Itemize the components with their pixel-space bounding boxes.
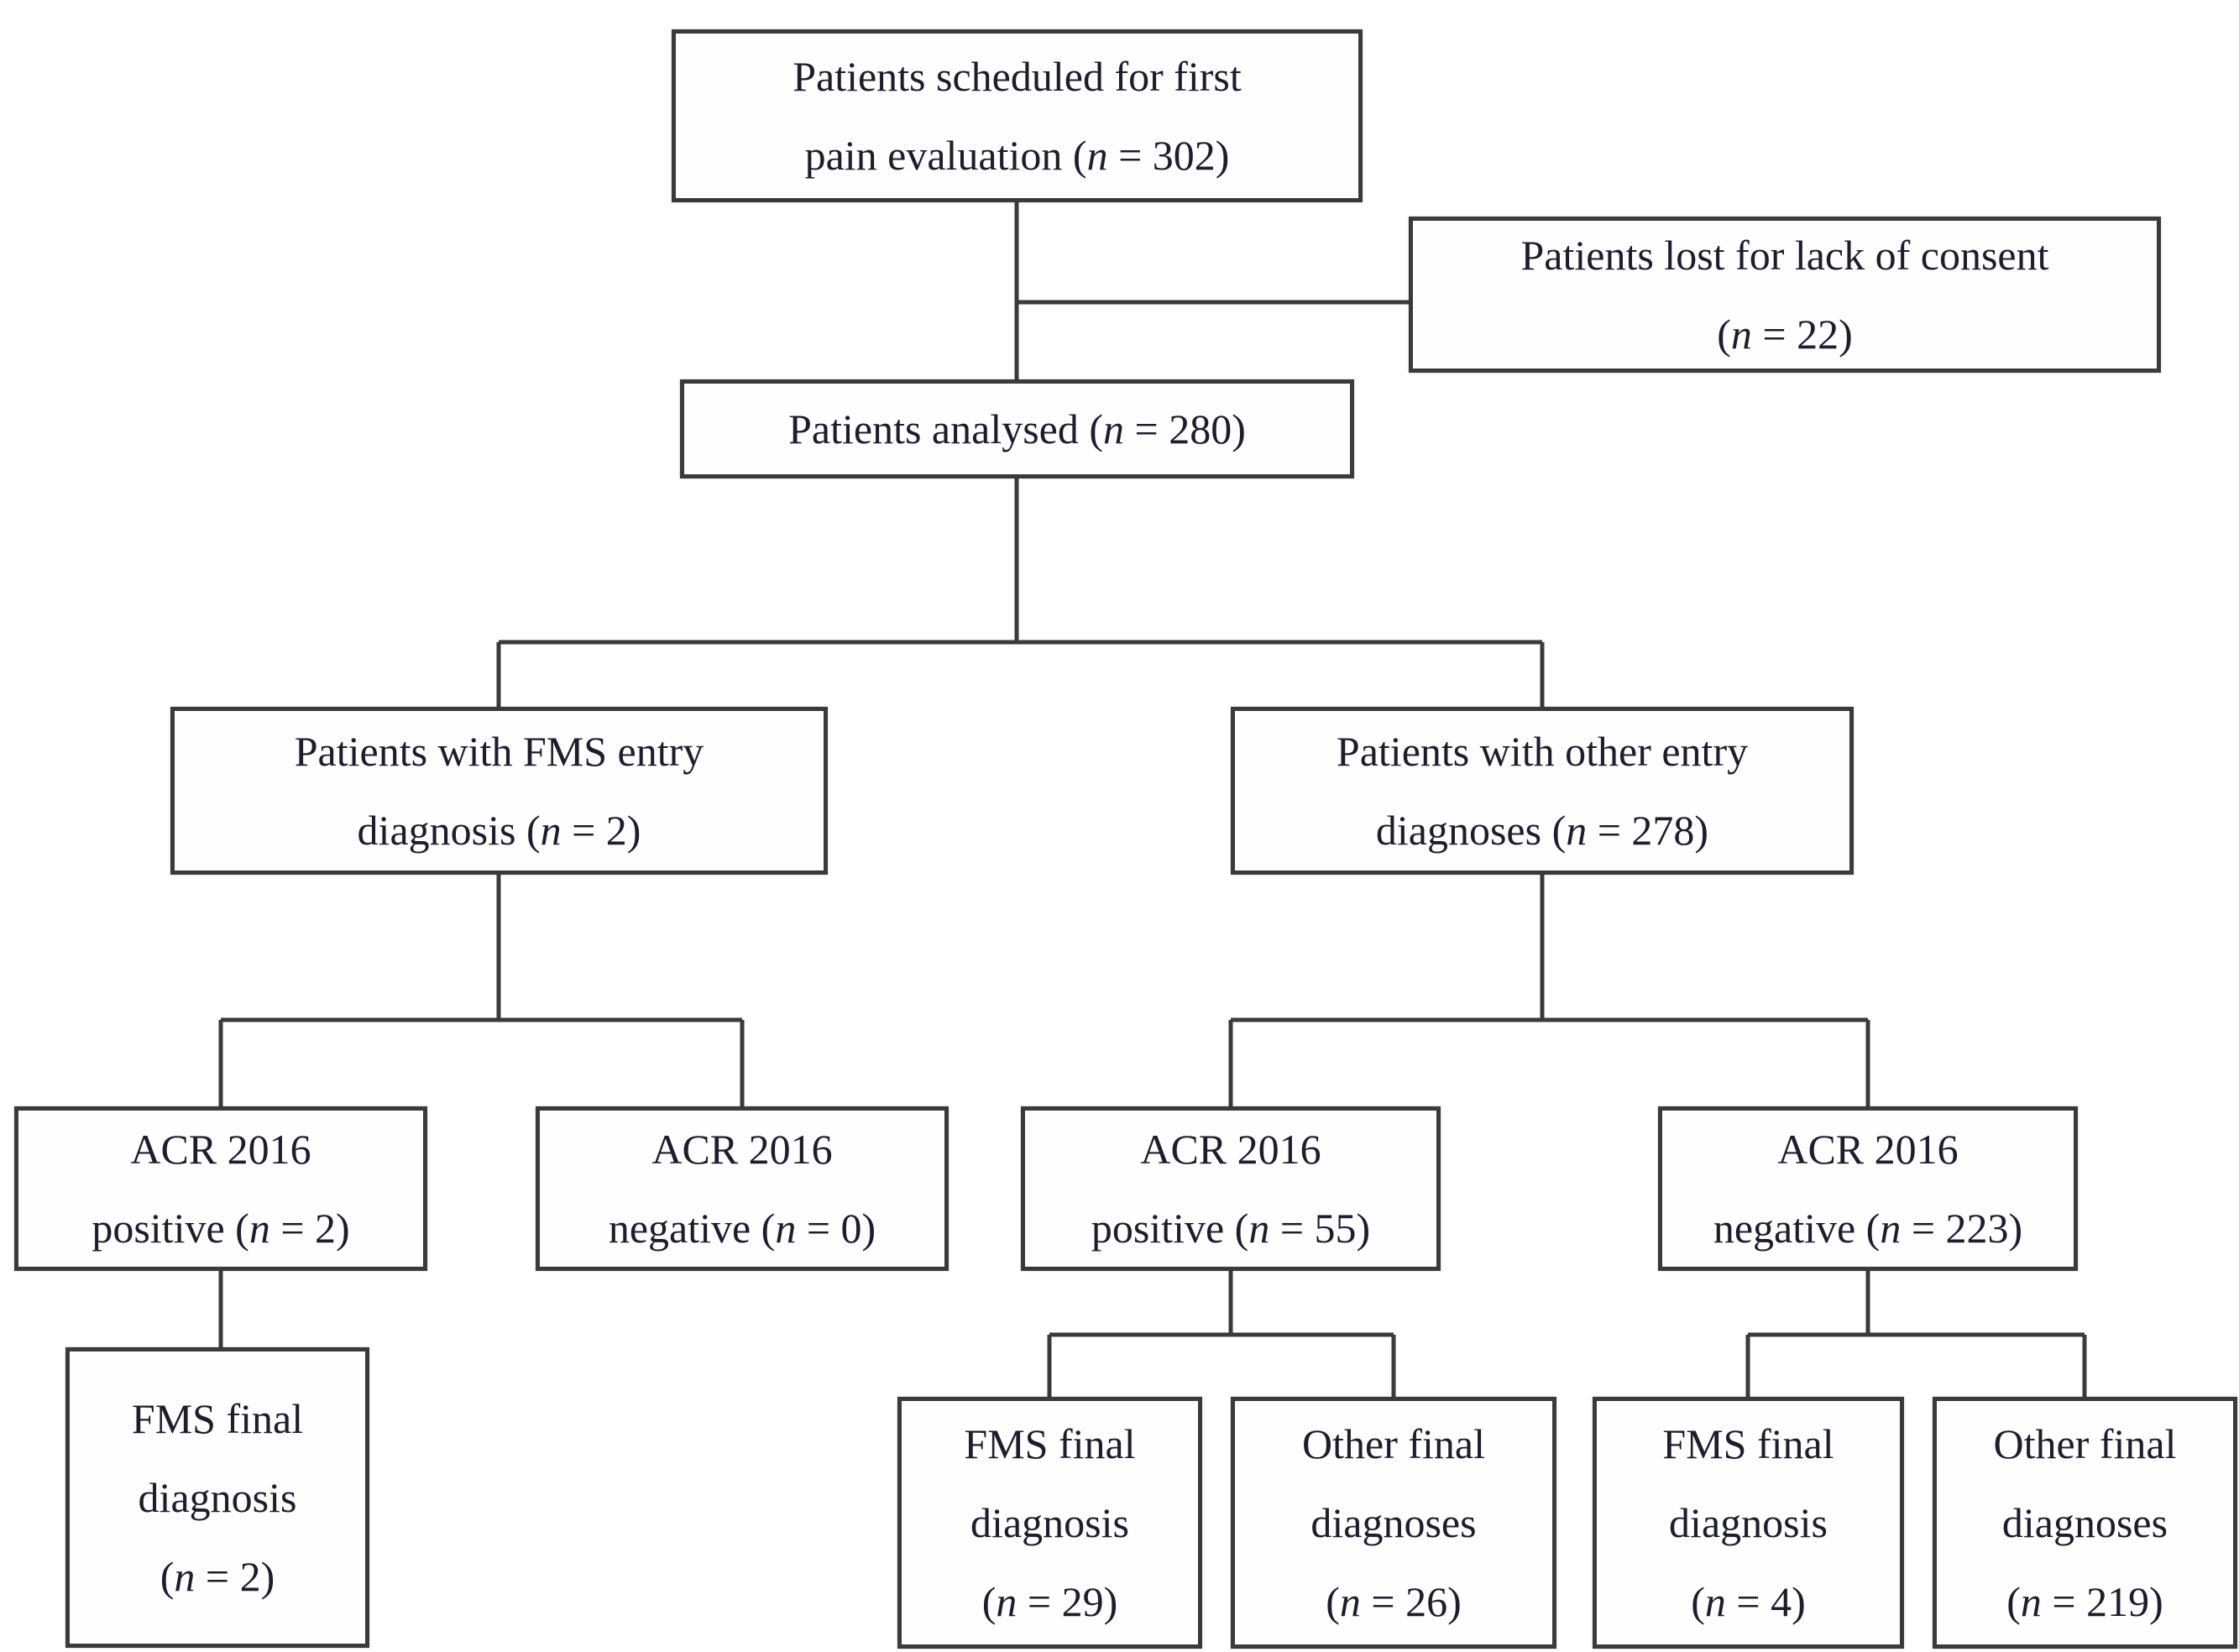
n-symbol: n: [1339, 1578, 1361, 1625]
n-symbol: n: [248, 1205, 270, 1252]
box-acr2016-negative-fms-branch: ACR 2016 negative (n = 0): [536, 1106, 949, 1271]
box-text-line: negative (n = 0): [608, 1205, 876, 1252]
n-symbol: n: [1730, 311, 1752, 358]
box-text-line: diagnosis (n = 2): [357, 807, 641, 854]
n-symbol: n: [775, 1205, 797, 1252]
n-symbol: n: [540, 807, 562, 854]
n-symbol: n: [1566, 807, 1588, 854]
n-symbol: n: [1704, 1578, 1726, 1625]
box-text-line: ACR 2016: [1777, 1126, 1959, 1173]
box-text-line: Patients analysed (n = 280): [788, 405, 1246, 452]
box-text-line: FMS final: [131, 1395, 304, 1442]
box-patients-analysed: Patients analysed (n = 280): [680, 379, 1354, 478]
box-text-line: FMS final: [964, 1420, 1136, 1467]
box-other-final-diagnoses-n26: Other final diagnoses (n = 26): [1231, 1397, 1556, 1649]
box-text-line: Patients with other entry: [1336, 728, 1749, 775]
box-text-line: diagnosis: [1669, 1499, 1828, 1546]
box-text-line: positive (n = 2): [92, 1205, 350, 1252]
box-fms-final-diagnosis-n29: FMS final diagnosis (n = 29): [897, 1397, 1202, 1649]
box-fms-final-diagnosis-n4: FMS final diagnosis (n = 4): [1593, 1397, 1904, 1649]
box-text-line: (n = 26): [1326, 1578, 1462, 1625]
box-text-line: (n = 22): [1717, 311, 1853, 358]
box-acr2016-positive-fms-branch: ACR 2016 positive (n = 2): [14, 1106, 427, 1271]
box-acr2016-positive-other-branch: ACR 2016 positive (n = 55): [1021, 1106, 1441, 1271]
box-other-final-diagnoses-n219: Other final diagnoses (n = 219): [1933, 1397, 2237, 1649]
box-text-line: (n = 29): [981, 1578, 1118, 1625]
box-text-line: Other final: [1302, 1420, 1485, 1467]
box-fms-final-diagnosis-n2: FMS final diagnosis (n = 2): [65, 1347, 369, 1648]
box-patients-lost-consent: Patients lost for lack of consent (n = 22…: [1409, 217, 2161, 373]
n-symbol: n: [1880, 1205, 1902, 1252]
n-symbol: n: [996, 1578, 1017, 1625]
n-symbol: n: [1103, 405, 1125, 452]
box-text-line: FMS final: [1662, 1420, 1834, 1467]
box-text-line: (n = 219): [2006, 1578, 2163, 1625]
box-text-line: ACR 2016: [130, 1126, 311, 1173]
box-fms-entry-diagnosis: Patients with FMS entry diagnosis (n = 2): [170, 707, 828, 875]
box-text-line: (n = 4): [1691, 1578, 1806, 1625]
box-text-line: diagnoses (n = 278): [1375, 807, 1709, 854]
box-text-line: diagnosis: [970, 1499, 1129, 1546]
box-text-line: diagnoses: [1310, 1499, 1477, 1546]
box-text-line: negative (n = 223): [1713, 1205, 2023, 1252]
box-text-line: Patients with FMS entry: [294, 728, 704, 775]
box-text-line: (n = 2): [160, 1553, 275, 1600]
box-text-line: Other final: [1993, 1420, 2177, 1467]
box-text-line: ACR 2016: [1140, 1126, 1321, 1173]
n-symbol: n: [1086, 132, 1108, 179]
box-other-entry-diagnoses: Patients with other entry diagnoses (n = …: [1231, 707, 1854, 875]
box-text-line: diagnoses: [2001, 1499, 2168, 1546]
box-text-line: Patients lost for lack of consent: [1520, 232, 2049, 279]
box-text-line: pain evaluation (n = 302): [804, 132, 1230, 179]
n-symbol: n: [2020, 1578, 2042, 1625]
box-text-line: diagnosis: [138, 1474, 297, 1521]
box-acr2016-negative-other-branch: ACR 2016 negative (n = 223): [1658, 1106, 2078, 1271]
box-text-line: Patients scheduled for first: [793, 53, 1242, 100]
n-symbol: n: [1248, 1205, 1270, 1252]
box-text-line: ACR 2016: [651, 1126, 833, 1173]
box-patients-scheduled: Patients scheduled for first pain evaluat…: [672, 29, 1363, 202]
box-text-line: positive (n = 55): [1091, 1205, 1371, 1252]
n-symbol: n: [174, 1553, 196, 1600]
